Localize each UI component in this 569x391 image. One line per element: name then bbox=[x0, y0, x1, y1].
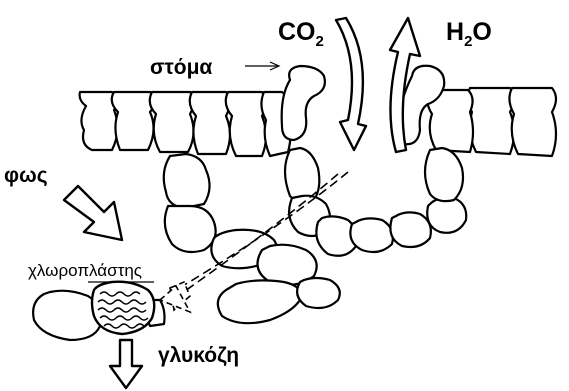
light-arrow bbox=[64, 186, 122, 240]
co2-inflow-arrow bbox=[336, 18, 366, 150]
epidermis-right bbox=[427, 88, 556, 156]
glucose-label: γλυκόζη bbox=[158, 344, 239, 367]
glucose-arrow bbox=[110, 340, 142, 388]
chloroplast bbox=[92, 282, 154, 334]
light-label: φως bbox=[4, 164, 48, 187]
stoma-label: στόμα bbox=[150, 56, 212, 79]
stoma-pointer-arrow bbox=[245, 62, 279, 70]
co2-label: CO2 bbox=[278, 18, 324, 50]
h2o-label: H2O bbox=[446, 18, 492, 50]
epidermis-left bbox=[80, 92, 291, 156]
chloroplast-label: χλωροπλάστης bbox=[28, 261, 142, 280]
